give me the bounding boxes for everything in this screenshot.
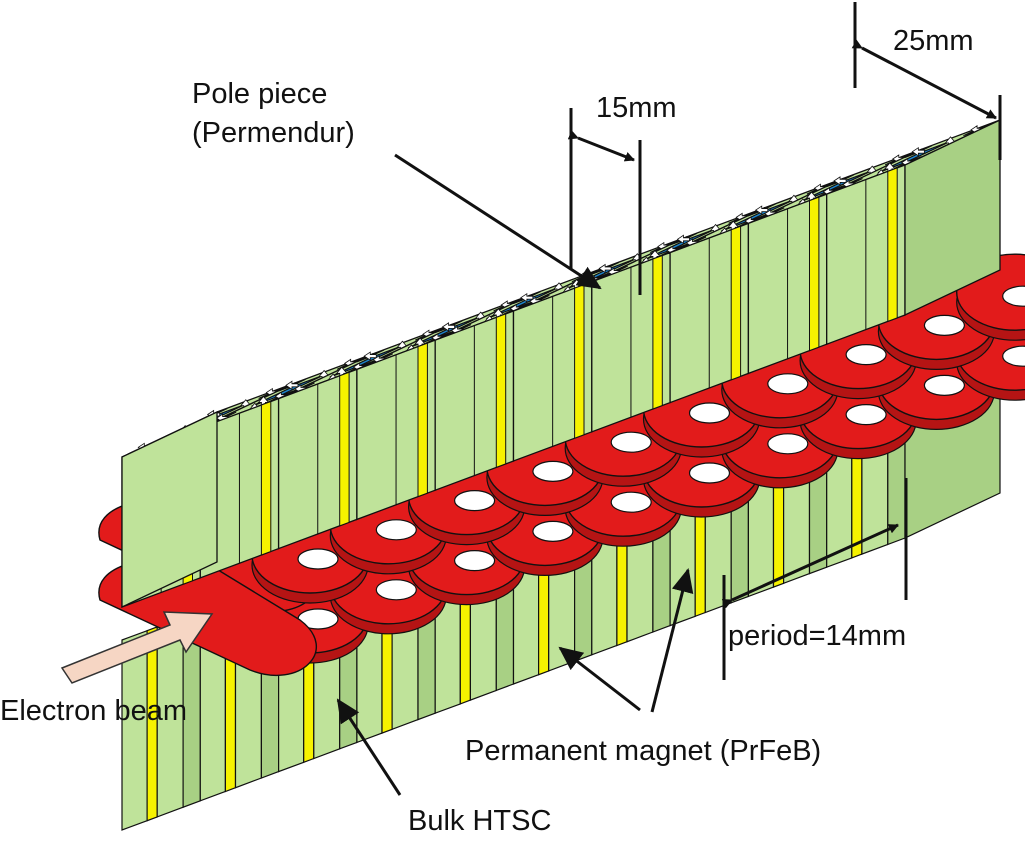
upper-left-face bbox=[121, 410, 218, 609]
magnet-pointer-right-icon bbox=[650, 568, 694, 713]
htsc-ring-hole bbox=[767, 433, 809, 455]
electron-beam-arrow-icon bbox=[60, 611, 214, 684]
label-25mm: 25mm bbox=[893, 25, 974, 57]
magnetization-arrow-icon bbox=[520, 292, 534, 303]
label-period: period=14mm bbox=[728, 620, 906, 652]
magnetization-arrow-icon bbox=[833, 176, 847, 186]
label-permanent-magnet: Permanent magnet (PrFeB) bbox=[465, 735, 821, 767]
magnetization-arrow-icon bbox=[441, 322, 455, 332]
htsc-ring-hole bbox=[767, 373, 809, 395]
magnetization-arrow-icon bbox=[285, 380, 299, 391]
magnetization-arrow-icon bbox=[676, 234, 690, 245]
upper-magnet-array bbox=[121, 118, 1001, 609]
htsc-ring-hole bbox=[688, 462, 731, 484]
magnetization-arrow-icon bbox=[911, 146, 925, 157]
front-yellow-strip bbox=[887, 167, 898, 323]
front-yellow-strip bbox=[809, 196, 820, 352]
dim-15-arrow bbox=[567, 130, 635, 162]
htsc-ring-hole bbox=[454, 490, 496, 512]
pole-piece-pointer-icon bbox=[394, 153, 602, 290]
htsc-ring-hole bbox=[375, 579, 417, 601]
front-yellow-strip bbox=[574, 283, 585, 439]
magnet-pointer-left-icon bbox=[558, 646, 641, 712]
magnetization-arrow-icon bbox=[598, 263, 612, 274]
htsc-ring-hole bbox=[923, 314, 966, 336]
label-pole-piece: Pole piece bbox=[192, 78, 327, 110]
htsc-ring-hole bbox=[610, 431, 652, 453]
htsc-ring-hole bbox=[297, 548, 339, 570]
label-bulk-htsc: Bulk HTSC bbox=[408, 805, 551, 837]
front-yellow-strip bbox=[260, 400, 272, 556]
magnetization-arrow-icon bbox=[363, 351, 377, 361]
htsc-ring-hole bbox=[454, 549, 496, 572]
htsc-ring-hole bbox=[610, 491, 652, 513]
htsc-ring-hole bbox=[845, 344, 887, 366]
dimension-lines bbox=[567, 2, 1002, 680]
label-permendur: (Permendur) bbox=[192, 117, 355, 149]
label-15mm: 15mm bbox=[596, 92, 677, 124]
htsc-ring-hole bbox=[1002, 345, 1025, 367]
magnetization-arrow-icon bbox=[755, 205, 769, 215]
htsc-ring-hole bbox=[375, 519, 417, 541]
label-electron-beam: Electron beam bbox=[0, 695, 187, 727]
front-yellow-strip bbox=[730, 225, 742, 381]
upper-end-face bbox=[904, 118, 1001, 317]
htsc-ring-hole bbox=[532, 520, 574, 543]
bulk-htsc-pointer-icon bbox=[336, 698, 402, 796]
htsc-ring-hole bbox=[532, 460, 574, 482]
dim-25-arrow bbox=[851, 39, 997, 120]
period-arrow bbox=[721, 523, 899, 609]
front-yellow-strip bbox=[652, 254, 663, 410]
htsc-ring-hole bbox=[1002, 285, 1025, 307]
front-yellow-strip bbox=[495, 313, 507, 469]
front-yellow-strip bbox=[339, 371, 350, 527]
htsc-ring-hole bbox=[923, 374, 966, 396]
callout-pointers bbox=[336, 153, 694, 796]
htsc-ring-hole bbox=[688, 402, 731, 424]
htsc-ring-hole bbox=[845, 404, 887, 426]
front-yellow-strip bbox=[417, 342, 428, 498]
